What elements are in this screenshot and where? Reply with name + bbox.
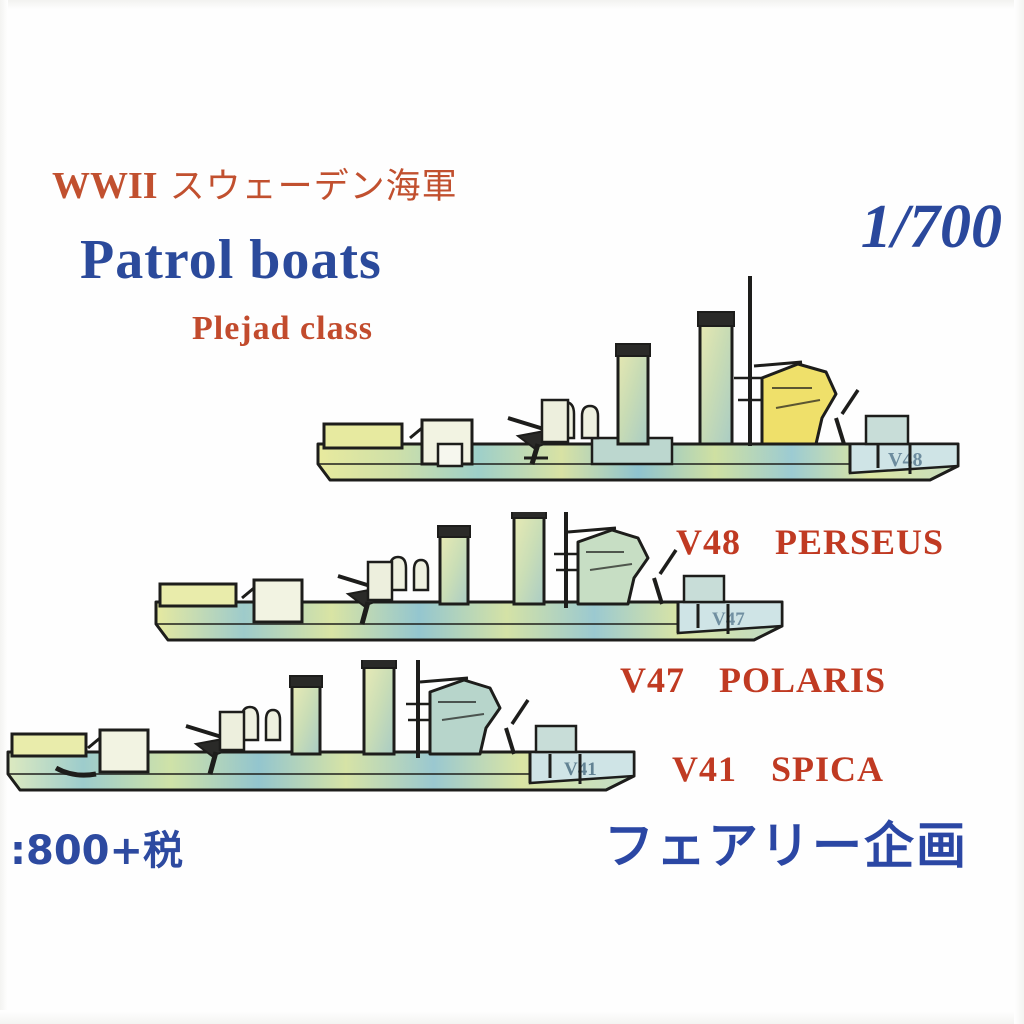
- ship-hull-number-v48: V48: [676, 522, 741, 562]
- header-navy-japanese: スウェーデン海軍: [169, 167, 458, 207]
- ship-hull-number-v47: V47: [620, 660, 685, 700]
- brand-logo: フェアリー企画: [604, 817, 968, 875]
- scan-edge-left: [0, 0, 8, 1024]
- ship-illustration-v41: V41: [0, 660, 650, 820]
- ship-label-v41: V41 SPICA: [672, 748, 884, 790]
- ship-hull-number-v41: V41: [672, 749, 737, 789]
- ship-name-v41: SPICA: [771, 749, 885, 789]
- page-subtitle: Plejad class: [192, 310, 374, 347]
- ship-label-v47: V47 POLARIS: [620, 659, 886, 701]
- scan-edge-right: [1014, 0, 1024, 1024]
- hull-marking-v48: V48: [888, 449, 922, 471]
- ship-illustration-v48: V48: [310, 268, 970, 518]
- header-era-label: WWII: [52, 165, 158, 207]
- ship-label-v48: V48 PERSEUS: [676, 521, 944, 563]
- ship-name-v47: POLARIS: [719, 660, 887, 700]
- price-label: :800+税: [10, 828, 184, 874]
- page-title: Patrol boats: [80, 229, 382, 291]
- scan-edge-bottom: [0, 1010, 1024, 1024]
- scan-edge-top: [0, 0, 1024, 10]
- scale-label: 1/700: [860, 193, 1002, 261]
- ship-name-v48: PERSEUS: [775, 522, 945, 562]
- ship-illustration-v47: V47: [150, 512, 800, 672]
- header-navy-line: WWII スウェーデン海軍: [52, 158, 458, 209]
